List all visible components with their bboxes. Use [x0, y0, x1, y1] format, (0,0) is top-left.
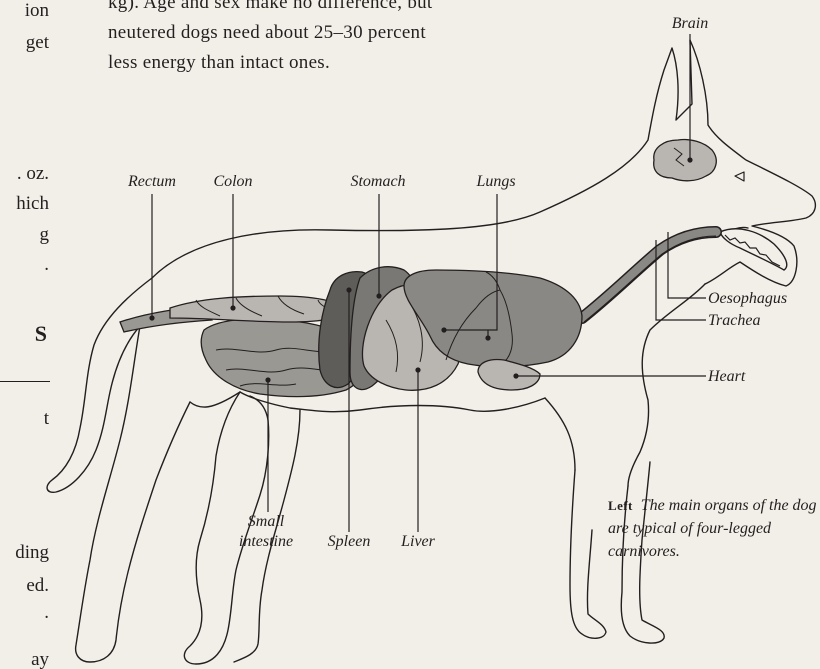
colon-leader-dot — [231, 306, 235, 310]
label-trachea: Trachea — [708, 312, 760, 329]
label-small-intestine-line-1: Small — [248, 513, 285, 530]
figure-caption: Left The main organs of the dog are typi… — [608, 494, 820, 563]
label-oesophagus: Oesophagus — [708, 290, 787, 307]
label-stomach: Stomach — [350, 173, 405, 190]
small-intestine-leader-dot — [266, 378, 270, 382]
label-spleen: Spleen — [328, 533, 371, 550]
lungs-leader-dot-1 — [442, 328, 446, 332]
label-brain: Brain — [672, 15, 708, 32]
label-liver: Liver — [400, 533, 436, 550]
label-lungs: Lungs — [475, 173, 515, 190]
label-heart: Heart — [707, 368, 746, 385]
label-colon: Colon — [213, 173, 252, 190]
lungs-leader-dot-2 — [486, 336, 490, 340]
caption-tag: Left — [608, 498, 633, 513]
label-rectum: Rectum — [127, 173, 176, 190]
heart-leader-dot — [514, 374, 518, 378]
rectum-leader-dot — [150, 316, 154, 320]
stomach-leader-dot — [377, 294, 381, 298]
spleen-leader-dot — [347, 288, 351, 292]
trachea-line — [584, 236, 716, 322]
caption-text: The main organs of the dog are typical o… — [608, 497, 817, 560]
brain-leader-dot — [688, 158, 692, 162]
label-small-intestine-line-2: intestine — [239, 533, 293, 550]
oesophagus-tube — [582, 232, 716, 318]
liver-leader-dot — [416, 368, 420, 372]
brain-organ — [654, 139, 717, 180]
